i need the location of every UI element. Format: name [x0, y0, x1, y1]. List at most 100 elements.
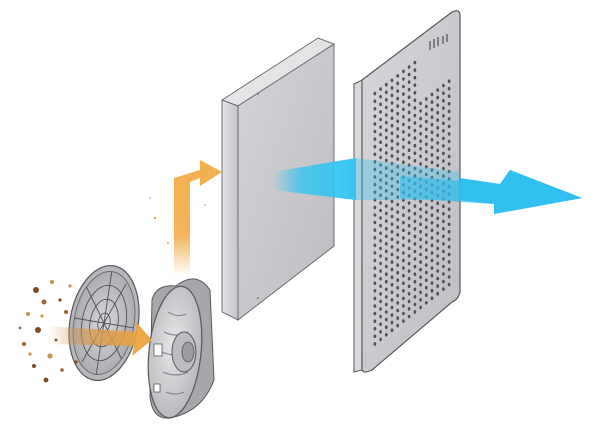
- perforation-hole: [413, 83, 417, 87]
- perforation-hole: [384, 272, 388, 277]
- perforation-hole: [402, 122, 405, 127]
- perforation-hole: [407, 80, 411, 84]
- perforation-hole: [402, 258, 405, 263]
- perforation-hole: [424, 263, 428, 267]
- perforation-hole: [379, 284, 382, 289]
- perforation-hole: [419, 214, 422, 219]
- perforation-hole: [413, 166, 417, 171]
- perforation-hole: [379, 246, 382, 251]
- perforation-hole: [424, 233, 428, 237]
- perforation-hole: [419, 147, 422, 151]
- perforation-hole: [424, 255, 428, 260]
- perforation-hole: [390, 169, 394, 173]
- perforation-hole: [436, 201, 440, 205]
- perforation-hole: [390, 230, 394, 234]
- perforation-hole: [384, 82, 388, 87]
- perforation-hole: [402, 311, 405, 316]
- perforation-hole: [373, 182, 377, 187]
- perforation-hole: [430, 296, 434, 301]
- perforation-hole: [407, 224, 411, 228]
- perforation-hole: [373, 334, 377, 339]
- centrifugal-fan-housing: [147, 278, 215, 419]
- perforation-hole: [384, 317, 388, 322]
- perforation-hole: [419, 109, 422, 113]
- perforation-hole: [424, 225, 428, 230]
- perforation-hole: [390, 290, 394, 295]
- perforation-hole: [430, 115, 434, 119]
- perforation-hole: [436, 216, 440, 221]
- perforation-hole: [413, 91, 417, 95]
- perforation-hole: [396, 164, 400, 169]
- perforation-hole: [436, 88, 440, 92]
- dust-particle: [40, 314, 44, 318]
- perforation-hole: [413, 121, 417, 125]
- perforation-hole: [447, 245, 451, 249]
- perforation-hole: [373, 99, 377, 103]
- perforation-hole: [442, 234, 445, 239]
- perforation-hole: [413, 136, 417, 140]
- perforation-hole: [419, 245, 422, 249]
- perforation-hole: [442, 272, 445, 276]
- perforation-hole: [379, 231, 382, 235]
- perforation-hole: [384, 249, 388, 254]
- cover-slot-icons: [429, 34, 448, 50]
- perforation-hole: [384, 181, 388, 185]
- perforation-hole: [379, 276, 382, 281]
- perforation-hole: [447, 109, 451, 114]
- perforation-hole: [407, 254, 411, 258]
- perforation-hole: [396, 104, 400, 108]
- perforation-hole: [402, 220, 405, 225]
- perforation-hole: [442, 144, 445, 148]
- perforation-hole: [424, 119, 428, 124]
- perforation-hole: [430, 281, 434, 285]
- perforation-hole: [413, 264, 417, 269]
- perforation-hole: [390, 328, 394, 333]
- perforation-hole: [424, 104, 428, 109]
- perforation-hole: [373, 175, 377, 179]
- perforation-hole: [379, 223, 382, 228]
- perforation-hole: [373, 129, 377, 134]
- perforation-hole: [419, 124, 422, 128]
- perforation-hole: [430, 130, 434, 135]
- perforation-hole: [436, 103, 440, 107]
- perforation-hole: [413, 174, 417, 178]
- perforation-hole: [447, 169, 451, 174]
- dust-particle: [58, 298, 62, 302]
- perforation-hole: [436, 231, 440, 236]
- perforation-hole: [430, 100, 434, 104]
- perforation-hole: [396, 248, 400, 252]
- perforation-hole: [379, 322, 382, 327]
- perforation-hole: [373, 319, 377, 324]
- perforation-hole: [396, 111, 400, 116]
- perforation-hole: [442, 91, 445, 95]
- perforation-hole: [396, 233, 400, 237]
- perforation-hole: [407, 163, 411, 168]
- perforation-hole: [396, 308, 400, 313]
- perforation-hole: [407, 171, 411, 175]
- perforation-hole: [379, 314, 382, 319]
- perforation-hole: [379, 155, 382, 160]
- perforation-hole: [424, 172, 428, 177]
- perforation-hole: [442, 121, 445, 126]
- perforation-hole: [424, 142, 428, 147]
- dust-particle: [43, 377, 49, 383]
- perforation-hole: [436, 276, 440, 281]
- perforation-hole: [390, 139, 394, 143]
- perforation-hole: [442, 287, 445, 291]
- perforation-hole: [390, 267, 394, 272]
- perforation-hole: [424, 248, 428, 252]
- perforation-hole: [430, 122, 434, 127]
- perforation-hole: [379, 117, 382, 122]
- perforation-hole: [396, 293, 400, 298]
- perforation-hole: [379, 254, 382, 258]
- perforation-hole: [384, 279, 388, 284]
- perforation-hole: [402, 228, 405, 233]
- perforation-hole: [384, 219, 388, 223]
- perforation-hole: [402, 198, 405, 202]
- perforation-hole: [436, 148, 440, 153]
- perforation-hole: [430, 258, 434, 263]
- perforation-hole: [390, 237, 394, 242]
- perforation-hole: [373, 281, 377, 286]
- perforation-hole: [413, 242, 417, 246]
- perforation-hole: [373, 258, 377, 263]
